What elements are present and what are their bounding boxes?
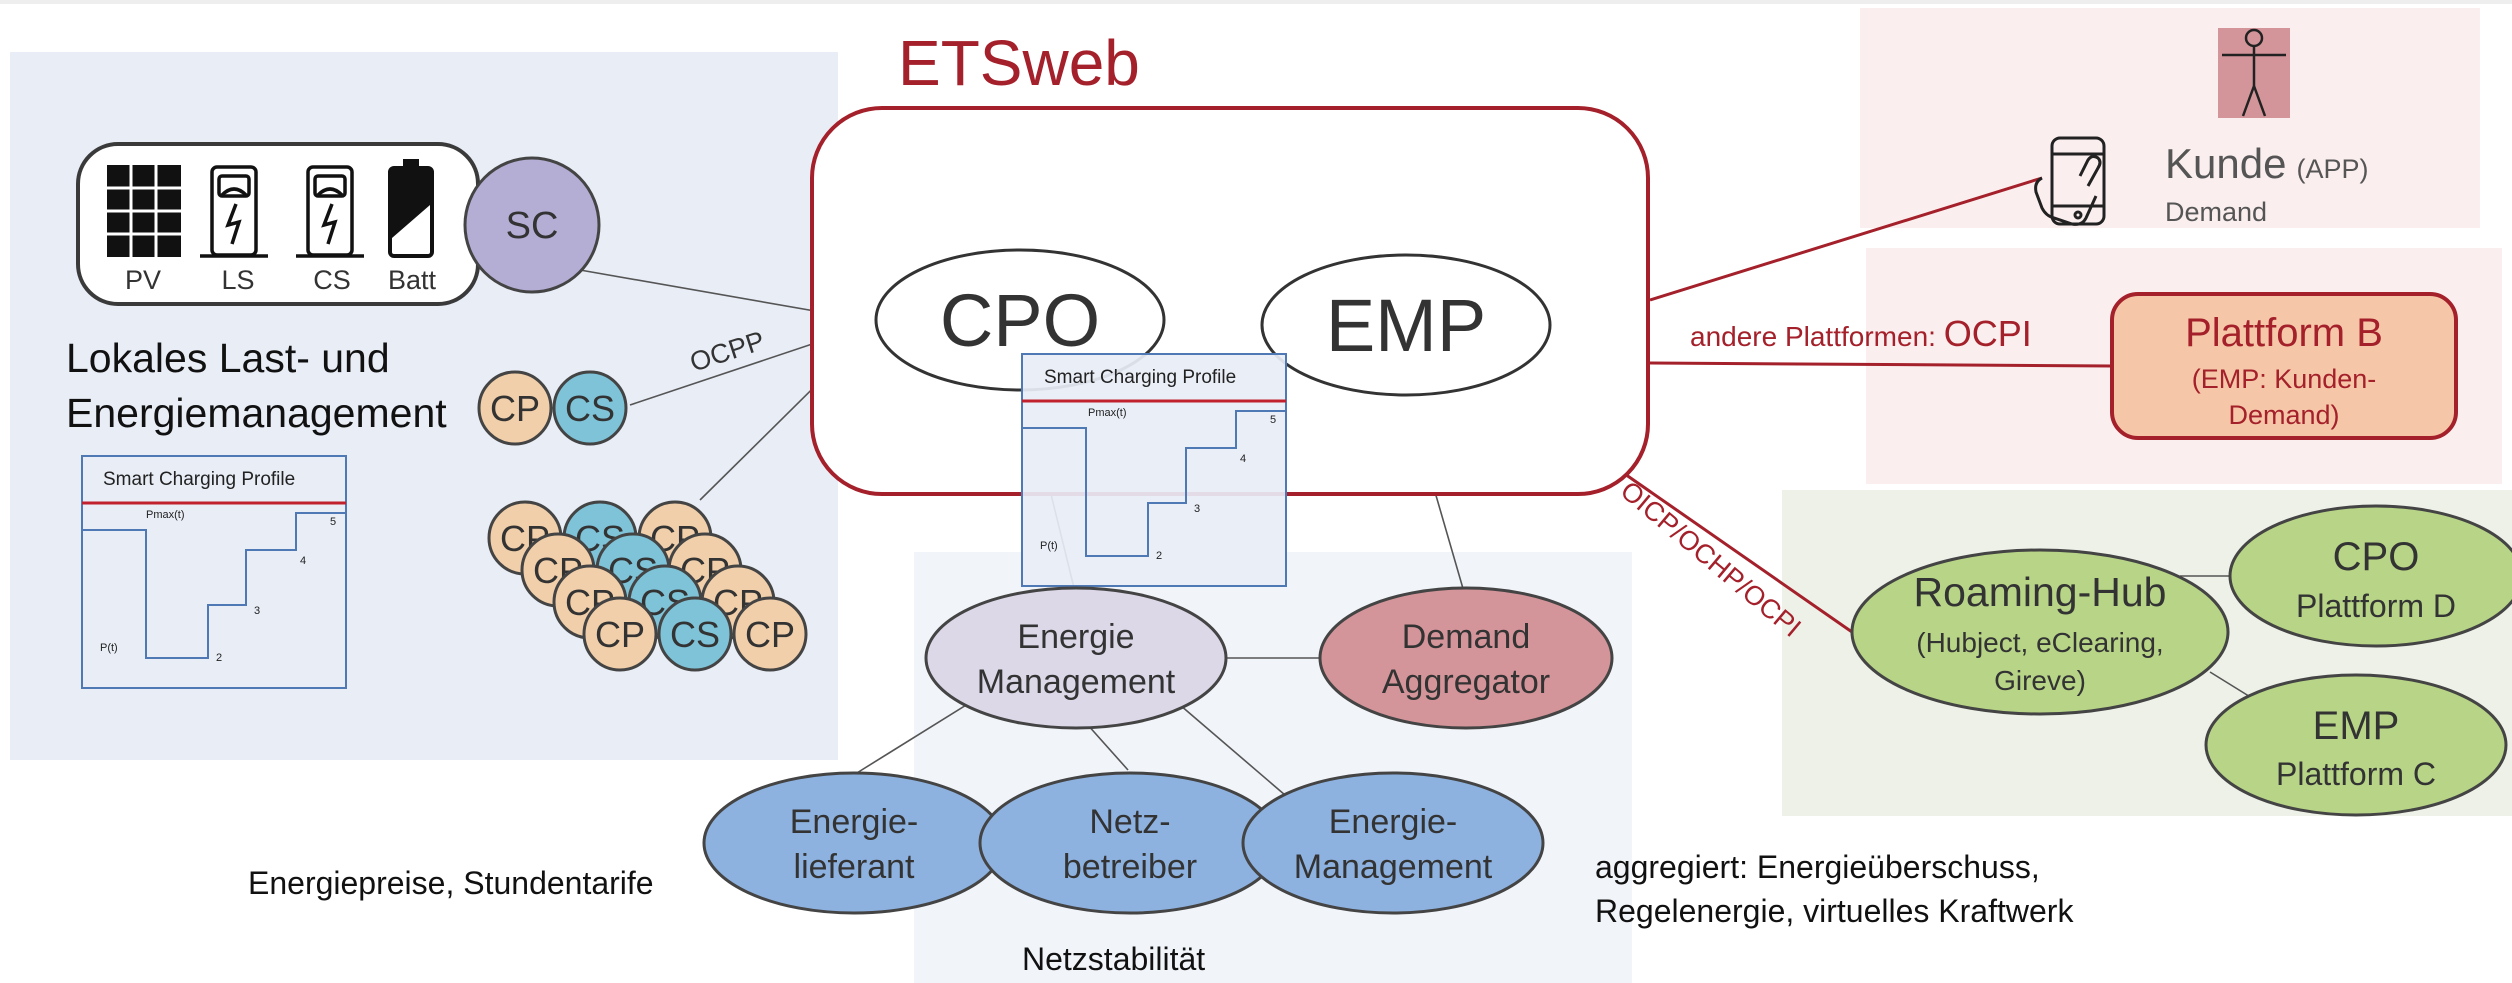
aggregated-line1: aggregiert: Energieüberschuss, bbox=[1595, 849, 2040, 885]
profile-center-p: P(t) bbox=[1040, 540, 1058, 552]
cluster-cp-node bbox=[582, 596, 658, 672]
ocpi-label: andere Plattformen: OCPI bbox=[1690, 313, 2032, 354]
solar-panel-icon bbox=[107, 165, 181, 257]
energy-management-line2: Management bbox=[977, 663, 1176, 701]
external-links bbox=[1621, 176, 2113, 634]
device-label-cs: CS bbox=[313, 265, 351, 295]
profile-center-step-3: 3 bbox=[1194, 503, 1200, 515]
roaming-hub-sub1: (Hubject, eClearing, bbox=[1916, 627, 2163, 658]
energy-management-2-line1: Energie- bbox=[1329, 803, 1458, 841]
energy-management-line1: Energie bbox=[1017, 618, 1134, 656]
cpo-platform-d-title: CPO bbox=[2333, 535, 2420, 579]
profile-left-p: P(t) bbox=[100, 642, 118, 654]
roaming-hub-node bbox=[1850, 548, 2230, 716]
charging-station-icon bbox=[296, 165, 364, 258]
roaming-hub-title: Roaming-Hub bbox=[1914, 569, 2167, 615]
grid-operator-node bbox=[978, 771, 1282, 915]
profile-left-step-4: 4 bbox=[300, 555, 306, 567]
platform-b-box bbox=[2110, 292, 2458, 440]
demand-aggregator-line1: Demand bbox=[1402, 618, 1531, 656]
energy-management-node bbox=[924, 586, 1228, 730]
profile-center-step-4: 4 bbox=[1240, 453, 1246, 465]
energy-mgmt2-line bbox=[1179, 704, 1286, 796]
energy-management-2-line2: Management bbox=[1294, 848, 1493, 886]
hub-emp-c-line bbox=[2209, 671, 2253, 699]
customer-area-background bbox=[1860, 8, 2480, 228]
energy-supplier-line2: lieferant bbox=[794, 848, 916, 886]
local-heading-line1: Lokales Last- und bbox=[66, 335, 390, 381]
profile-center-step-5: 5 bbox=[1270, 414, 1276, 426]
cpo-platform-d-sub: Plattform D bbox=[2296, 588, 2456, 624]
emp-platform-c-sub: Plattform C bbox=[2276, 756, 2436, 792]
energy-management-2-node bbox=[1241, 771, 1545, 915]
profile-left-step-2: 2 bbox=[216, 652, 222, 664]
cpo-platform-d-node bbox=[2228, 504, 2512, 648]
emp-platform-c-title: EMP bbox=[2313, 704, 2400, 748]
etsweb-title: ETSweb bbox=[898, 27, 1140, 99]
platform-b-sub1: (EMP: Kunden- bbox=[2192, 364, 2377, 394]
roaming-protocols-label: OICP/OCHP/OCPI bbox=[1615, 475, 1807, 643]
emp-node bbox=[1260, 253, 1552, 397]
grid-operator-line2: betreiber bbox=[1063, 848, 1197, 886]
profile-left-step-5: 5 bbox=[330, 516, 336, 528]
cs-label: CS bbox=[565, 388, 615, 429]
demand-aggregator-line2: Aggregator bbox=[1382, 663, 1550, 701]
smart-charging-profile-left: Smart Charging Profile Pmax(t) P(t) 2 3 … bbox=[81, 455, 347, 689]
aggregated-line2: Regelenergie, virtuelles Kraftwerk bbox=[1595, 893, 2074, 929]
emp-platform-c-node bbox=[2204, 673, 2508, 817]
cp-node bbox=[477, 370, 553, 446]
platform-b-sub2: Demand) bbox=[2228, 400, 2339, 430]
customer-name: Kunde(APP) bbox=[2165, 140, 2368, 187]
cluster-cp-node bbox=[732, 596, 808, 672]
cluster-cs-label: CS bbox=[670, 614, 720, 655]
roaming-link bbox=[1621, 470, 1853, 634]
platform-b-title: Plattform B bbox=[2185, 311, 2383, 355]
cs-node bbox=[552, 370, 628, 446]
sc-node bbox=[463, 156, 601, 294]
person-icon bbox=[2218, 28, 2290, 118]
cluster-cp-label: CP bbox=[595, 614, 645, 655]
sc-label: SC bbox=[506, 205, 559, 247]
device-label-batt: Batt bbox=[388, 265, 437, 295]
charging-station-icon bbox=[200, 165, 268, 258]
profile-center-pmax: Pmax(t) bbox=[1088, 407, 1127, 419]
device-label-pv: PV bbox=[125, 265, 161, 295]
grid-stability-text: Netzstabilität bbox=[1022, 941, 1205, 977]
emp-label: EMP bbox=[1326, 284, 1486, 367]
customer-app-link bbox=[1649, 176, 2043, 302]
profile-left-step-3: 3 bbox=[254, 605, 260, 617]
local-heading-line2: Energiemanagement bbox=[66, 390, 447, 436]
profile-left-pmax: Pmax(t) bbox=[146, 509, 185, 521]
cpo-label: CPO bbox=[940, 279, 1100, 362]
top-border bbox=[0, 0, 2512, 4]
energy-prices-text: Energiepreise, Stundentarife bbox=[248, 865, 654, 901]
demand-aggregator-node bbox=[1318, 586, 1614, 730]
cp-label: CP bbox=[490, 388, 540, 429]
energy-supplier-line1: Energie- bbox=[790, 803, 919, 841]
device-label-ls: LS bbox=[221, 265, 254, 295]
ocpi-link bbox=[1647, 361, 2113, 368]
smartphone-touch-icon bbox=[2034, 136, 2106, 226]
smart-charging-profile-center: Smart Charging Profile Pmax(t) P(t) 2 3 … bbox=[1021, 353, 1287, 587]
profile-left-title: Smart Charging Profile bbox=[103, 469, 295, 490]
profile-center-title: Smart Charging Profile bbox=[1044, 367, 1236, 388]
grid-operator-line1: Netz- bbox=[1089, 803, 1170, 841]
energy-supplier-node bbox=[702, 771, 1006, 915]
profile-center-step-2: 2 bbox=[1156, 550, 1162, 562]
cluster-cp-label: CP bbox=[745, 614, 795, 655]
cluster-cs-node bbox=[657, 596, 733, 672]
roaming-hub-sub2: Gireve) bbox=[1994, 665, 2086, 696]
battery-icon bbox=[388, 159, 434, 258]
customer-demand: Demand bbox=[2165, 197, 2267, 227]
